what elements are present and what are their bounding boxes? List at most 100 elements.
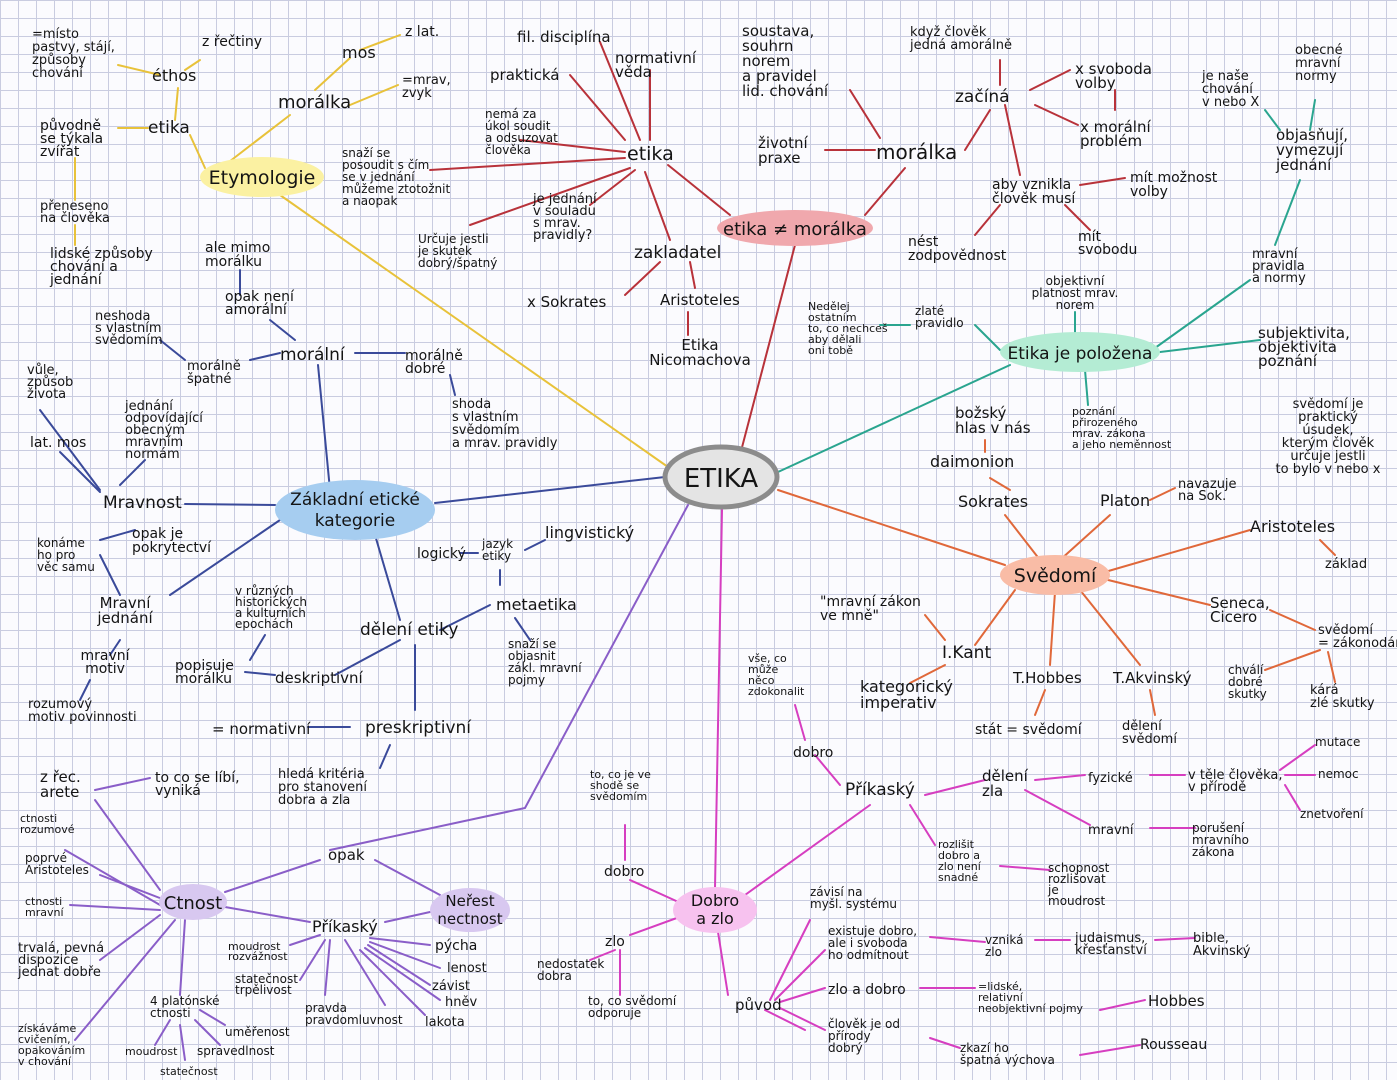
note-dobro-branch-poruseni-line-2: mravního	[1192, 833, 1249, 847]
note-kategorie-branch-mravni-motiv-line-1: mravní	[80, 648, 130, 664]
note-kategorie-branch-jazyk-etiky-line-1: jazyk	[481, 537, 513, 551]
note-svedomi-branch-deleni-svedomi-line-1: dělení	[1122, 719, 1162, 734]
note-dobro-branch-schopnost-line-3: je	[1047, 883, 1059, 897]
hub-polozena[interactable]: Etika je položena	[1000, 332, 1160, 372]
note-dobro-branch-existuje-line-2: ale i svoboda	[828, 936, 908, 950]
note-polozena-branch-poznani-line-3: mrav. zákona	[1072, 427, 1146, 440]
note-etika-branch-nema-za-ukol-line-3: a odsuzovat	[485, 131, 558, 145]
note-dobro-branch-judaismus-line-1: judaismus,	[1074, 931, 1145, 946]
hub-svedomi[interactable]: Svědomí	[1000, 555, 1110, 595]
note-etymology-lidske-line-2: chování a	[50, 259, 118, 275]
note-kategorie-branch-ale-mimo-line-2: morálku	[205, 254, 262, 270]
note-svedomi-branch-bozsky-line-2: hlas v nás	[955, 419, 1031, 437]
note-ctnost-branch-ziskavame-line-3: opakováním	[18, 1044, 85, 1057]
note-svedomi-branch-akvinsky: T.Akvinský	[1112, 669, 1192, 687]
note-svedomi-branch-svedomi-je-line-4: kterým člověk	[1282, 436, 1375, 451]
note-kategorie-branch-normativni: = normativní	[212, 720, 311, 738]
note-dobro-branch-zavisi-line-1: závisí na	[810, 885, 862, 899]
note-svedomi-branch-deleni-svedomi-line-2: svědomí	[1122, 732, 1177, 747]
note-dobro-branch-rozlisit-line-3: zlo není	[938, 860, 982, 873]
note-ctnost-branch-platonske-line-1: 4 platónské	[150, 994, 220, 1008]
note-etika-branch-je-jednani-line-1: je jednání	[532, 192, 597, 207]
note-polozena-branch-obecne-line-3: normy	[1295, 69, 1337, 84]
note-kategorie-branch-mravnost: Mravnost	[103, 493, 182, 513]
note-svedomi-branch-kant: I.Kant	[942, 643, 991, 663]
note-dobro-branch-rozlisit-line-2: dobro a	[938, 849, 980, 862]
note-polozena-branch-obecne-line-2: mravní	[1295, 56, 1341, 71]
note-ctnost-branch-zavist: závist	[432, 979, 470, 994]
note-kategorie-branch-opak-neni-line-2: amorální	[225, 302, 288, 318]
hub-kategorie-label-1: Základní etické	[290, 490, 420, 510]
note-svedomi-branch-svedomi-je-line-6: to bylo v nebo x	[1276, 462, 1381, 477]
note-kategorie-branch-metaetika: metaetika	[496, 595, 577, 614]
note-polozena-branch-zlate-pravidlo-line-2: pravidlo	[915, 316, 964, 330]
hub-etika-moralka[interactable]: etika ≠ morálka	[717, 210, 873, 246]
note-kategorie-branch-opak-je-line-1: opak je	[132, 526, 183, 542]
note-etymology-etika: etika	[148, 118, 190, 138]
note-etika-branch-urcuje-line-2: je skutek	[417, 244, 472, 258]
note-kategorie-branch-shoda-line-4: a mrav. pravidly	[452, 436, 558, 451]
note-ctnost-branch-ctnosti-rozumove-line-1: ctnosti	[20, 812, 57, 825]
note-svedomi-branch-zaklad: základ	[1325, 557, 1367, 572]
note-svedomi-branch-svedomi-zakonodarce-line-1: svědomí	[1318, 623, 1373, 638]
note-etymology-mrav-zvyk-line-1: =mrav,	[402, 73, 451, 88]
note-dobro-branch-mravni: mravní	[1088, 823, 1134, 838]
note-svedomi-branch-svedomi-je-line-1: svědomí je	[1293, 397, 1364, 412]
note-ctnost-branch-platonske-line-2: ctnosti	[150, 1006, 191, 1020]
note-moralka-branch-kdyz-clovek-line-1: když člověk	[910, 25, 987, 40]
note-dobro-branch-nedostatek-line-1: nedostatek	[537, 957, 604, 971]
hub-kategorie[interactable]: Základní etické kategorie	[275, 480, 435, 540]
note-etymology-preneseno-line-1: přeneseno	[40, 199, 109, 214]
note-moralka-branch-zacina: začíná	[955, 87, 1010, 107]
note-dobro-branch-deleni-zla-line-2: zla	[982, 782, 1003, 800]
note-kategorie-branch-jazyk-etiky-line-2: etiky	[482, 549, 511, 563]
note-etymology-misto-line-1: =místo	[32, 27, 79, 42]
hub-etika[interactable]: ETIKA	[662, 444, 780, 510]
note-ctnost-branch-moudrost-rozvaznost-line-2: rozvážnost	[228, 950, 288, 963]
note-dobro-branch-to-co-svedomi-line-2: odporuje	[588, 1006, 641, 1020]
note-moralka-branch-aby-vznikla-line-2: člověk musí	[992, 191, 1076, 207]
note-dobro-branch-zlo: zlo	[605, 934, 625, 950]
note-moralka-branch-mit-moznost-line-2: volby	[1130, 184, 1168, 200]
note-dobro-branch-bible-line-2: Akvinský	[1193, 944, 1251, 959]
note-polozena-branch-poznani-line-4: a jeho neměnnost	[1072, 438, 1172, 451]
note-polozena-branch-je-nase-chovani-line-3: v nebo X	[1202, 95, 1259, 110]
note-etika-branch-prakticka: praktická	[490, 66, 559, 84]
note-kategorie-branch-hleda-line-1: hledá kritéria	[278, 767, 365, 782]
hub-etymologie[interactable]: Etymologie	[200, 157, 324, 197]
hub-ctnost[interactable]: Ctnost	[159, 884, 227, 920]
note-dobro-branch-vse-co-line-1: vše, co	[748, 652, 787, 665]
hub-dobro-a-zlo[interactable]: Dobro a zlo	[673, 887, 757, 933]
note-polozena-branch-mravni-pravidla-line-3: a normy	[1252, 271, 1306, 286]
note-etika-branch-snazi-se-line-5: a naopak	[342, 194, 397, 208]
note-ctnost-branch-to-co-line-2: vyniká	[155, 783, 201, 799]
note-kategorie-branch-jednani-odpovidajici-line-2: odpovídající	[125, 411, 203, 426]
note-dobro-branch-poruseni-line-3: zákona	[1192, 845, 1234, 859]
note-ctnost-branch-lakota: lakota	[425, 1015, 465, 1030]
note-etika-branch-aristoteles: Aristoteles	[660, 291, 740, 309]
note-dobro-branch-hobbes: Hobbes	[1148, 992, 1205, 1010]
note-svedomi-branch-navazuje-line-1: navazuje	[1178, 477, 1237, 492]
note-etika-branch-nema-za-ukol-line-4: člověka	[485, 143, 531, 157]
note-dobro-branch-zavisi-line-2: myšl. systému	[810, 897, 897, 911]
note-etika-branch-etika-nicomachova-line-1: Etika	[681, 336, 718, 354]
note-kategorie-branch-opak-je-line-2: pokrytectví	[132, 540, 212, 556]
note-moralka-branch-zivotni-praxe-line-1: životní	[758, 134, 808, 152]
etika-moralka-lines	[429, 41, 1126, 456]
note-svedomi-branch-aristoteles: Aristoteles	[1250, 517, 1335, 536]
hub-nerest[interactable]: Neřest nectnost	[430, 888, 510, 932]
note-moralka-branch-aby-vznikla-line-1: aby vznikla	[992, 177, 1071, 193]
note-etymology-mrav-zvyk-line-2: zvyk	[402, 86, 432, 101]
note-kategorie-branch-mravni-motiv-line-2: motiv	[85, 661, 125, 677]
note-kategorie-branch-konane-line-3: věc samu	[37, 560, 95, 574]
note-dobro-branch-lidske-relativni-line-3: neobjektivní pojmy	[978, 1002, 1084, 1015]
hub-dobro-label-2: a zlo	[696, 909, 734, 928]
note-ctnost-branch-trvala-line-3: jednat dobře	[17, 965, 101, 980]
note-polozena-branch-nedelej-line-4: aby dělali	[808, 333, 861, 346]
note-dobro-branch-dobro: dobro	[604, 864, 644, 880]
note-kategorie-branch-moralne-spatne-line-2: špatné	[187, 372, 231, 387]
note-dobro-branch-clovek-od-prirody-line-2: přírody	[828, 1029, 871, 1043]
note-dobro-branch-judaismus-line-2: křesťanství	[1075, 943, 1147, 958]
note-svedomi-branch-daimonion: daimonion	[930, 452, 1014, 471]
note-etymology-mos: mos	[342, 43, 376, 62]
